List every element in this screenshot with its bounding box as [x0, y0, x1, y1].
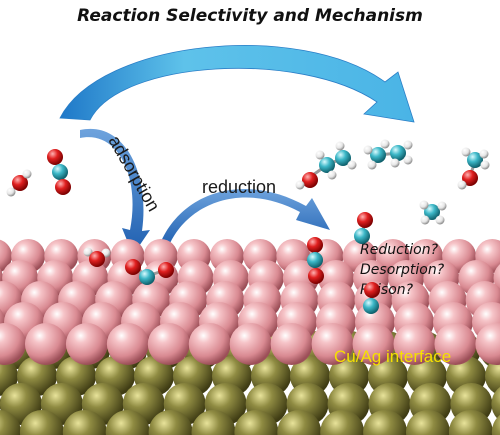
big-arrow-icon	[59, 45, 415, 123]
hydrogen-atom	[403, 140, 413, 150]
hydrogen-atom	[403, 155, 413, 165]
copper-atom	[434, 323, 477, 365]
hydrogen-atom	[457, 180, 467, 190]
copper-atom	[0, 323, 26, 365]
copper-atom	[393, 323, 436, 365]
substrate-atom	[105, 410, 150, 435]
copper-atom	[352, 323, 395, 365]
hydrogen-atom	[390, 158, 400, 168]
carbon-atom	[354, 228, 370, 244]
oxygen-atom	[307, 237, 323, 253]
carbon-atom	[467, 152, 483, 168]
substrate-atom	[485, 356, 500, 396]
substrate-atom	[148, 410, 193, 435]
oxygen-atom	[55, 179, 71, 195]
substrate-atom	[491, 414, 500, 435]
carbon-atom	[390, 145, 406, 161]
copper-atom	[147, 323, 190, 365]
question-desorption: Desorption?	[360, 262, 445, 278]
oxygen-atom	[158, 262, 174, 278]
substrate-atom	[62, 410, 107, 435]
oxygen-atom	[357, 212, 373, 228]
molecule-layer	[6, 139, 490, 314]
carbon-atom	[335, 150, 351, 166]
hydrogen-atom	[83, 247, 93, 257]
copper-atom	[65, 323, 108, 365]
carbon-atom	[139, 269, 155, 285]
substrate-atom	[363, 410, 408, 435]
oxygen-atom	[125, 259, 141, 275]
hydrogen-atom	[419, 200, 429, 210]
hydrogen-atom	[479, 149, 489, 159]
copper-atom	[188, 323, 231, 365]
diagram-title: Reaction Selectivity and Mechanism	[77, 6, 423, 26]
hydrogen-atom	[480, 160, 490, 170]
copper-atom	[475, 323, 500, 365]
oxygen-atom	[364, 282, 380, 298]
reduction-arrow-icon	[160, 188, 330, 248]
substrate-atom	[234, 410, 279, 435]
substrate-atom	[191, 410, 236, 435]
substrate-atom	[320, 410, 365, 435]
adsorption-arrow-icon	[80, 128, 150, 255]
reduction-label: reduction	[202, 177, 276, 197]
copper-atom	[106, 323, 149, 365]
copper-atom	[24, 323, 67, 365]
hydrogen-atom	[380, 139, 390, 149]
oxygen-atom	[89, 251, 105, 267]
copper-atom	[270, 323, 313, 365]
oxygen-atom	[47, 149, 63, 165]
hydrogen-atom	[461, 147, 471, 157]
oxygen-atom	[12, 175, 28, 191]
hydrogen-atom	[327, 170, 337, 180]
oxygen-atom	[462, 170, 478, 186]
hydrogen-atom	[315, 150, 325, 160]
carbon-atom	[307, 252, 323, 268]
hydrogen-atom	[22, 169, 32, 179]
copper-atom	[311, 323, 354, 365]
oxygen-atom	[308, 268, 324, 284]
hydrogen-atom	[435, 215, 445, 225]
hydrogen-atom	[295, 180, 305, 190]
question-reduction: Reduction?	[360, 242, 439, 258]
carbon-atom	[424, 204, 440, 220]
hydrogen-atom	[347, 160, 357, 170]
substrate-atom	[0, 410, 21, 435]
substrate-atom	[406, 410, 450, 435]
copper-surface-layer	[0, 239, 500, 365]
interface-label: Cu/Ag interface	[334, 347, 451, 366]
substrate-atom	[448, 410, 493, 435]
hydrogen-atom	[437, 201, 447, 211]
carbon-atom	[319, 157, 335, 173]
hydrogen-atom	[367, 160, 377, 170]
copper-atom	[229, 323, 272, 365]
carbon-atom	[52, 164, 68, 180]
hydrogen-atom	[6, 187, 16, 197]
substrate-atom	[491, 387, 500, 421]
oxygen-atom	[302, 172, 318, 188]
carbon-atom	[363, 298, 379, 314]
hydrogen-atom	[363, 145, 373, 155]
carbon-atom	[370, 147, 386, 163]
hydrogen-atom	[420, 215, 430, 225]
hydrogen-atom	[335, 141, 345, 151]
substrate-atom	[19, 410, 64, 435]
substrate-atom	[277, 410, 322, 435]
